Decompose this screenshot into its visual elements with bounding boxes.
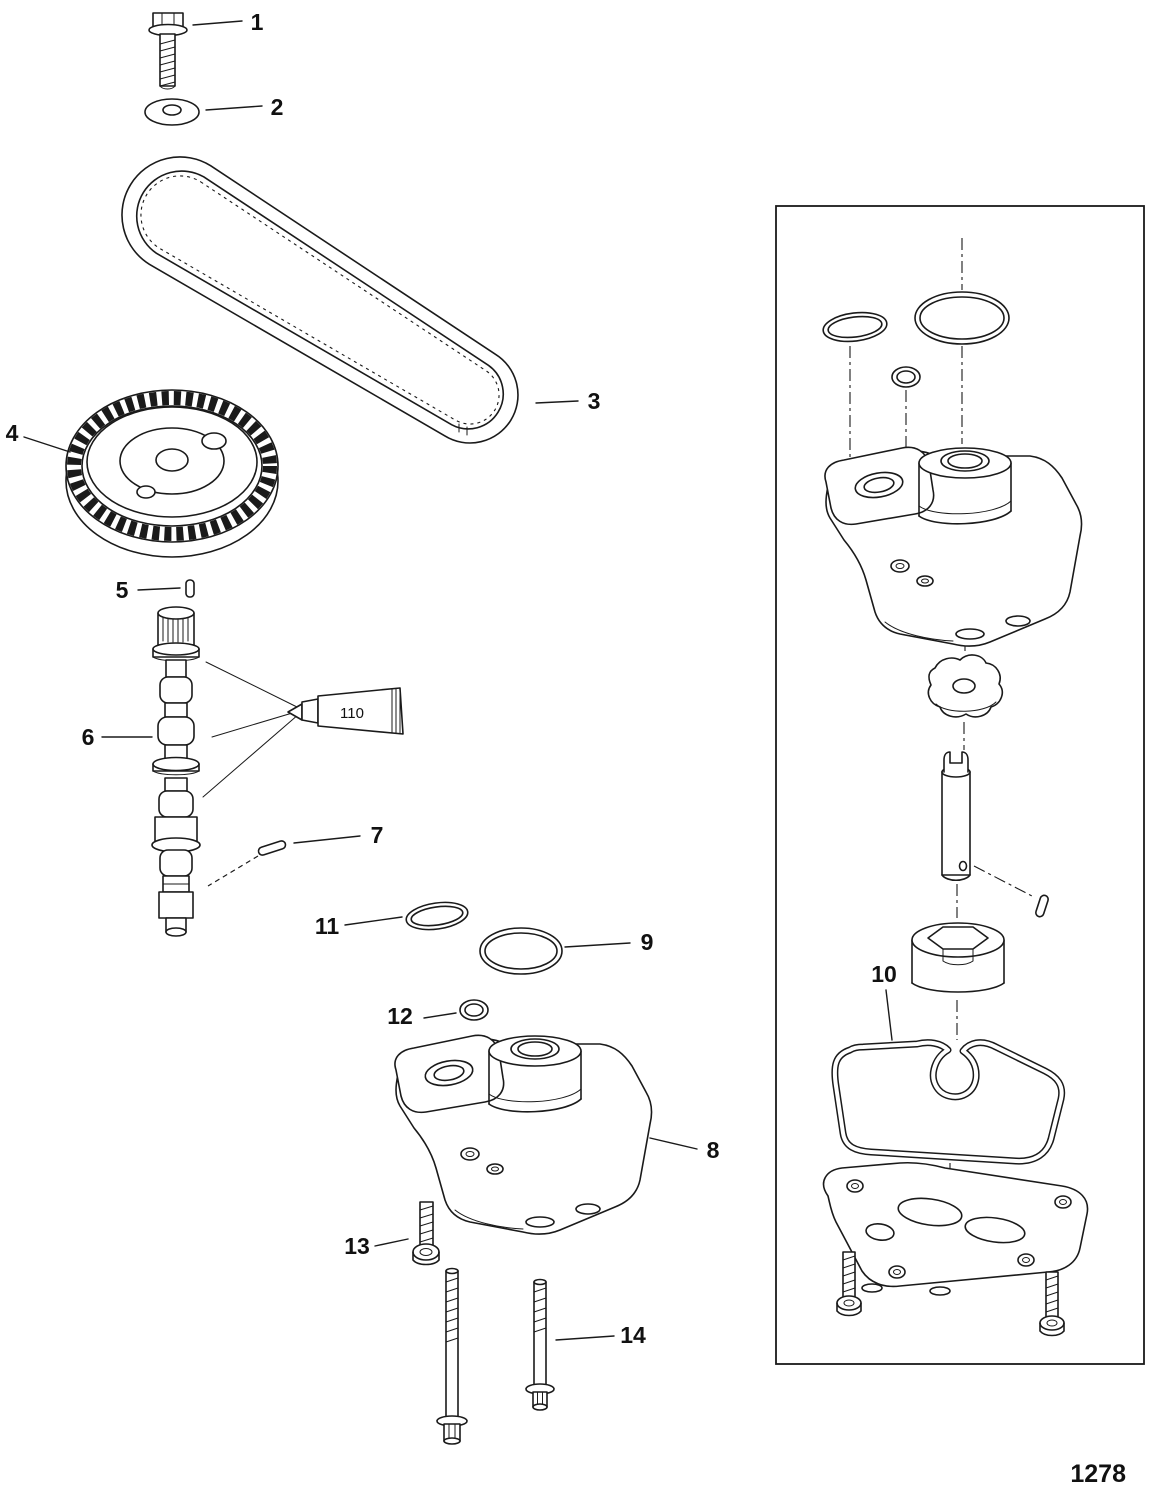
camshaft-pin — [257, 840, 287, 856]
callout-4: 4 — [6, 420, 19, 446]
callout-7: 7 — [371, 822, 384, 848]
detail-cover-plate — [822, 1161, 1089, 1296]
detail-pump-housing — [824, 446, 1083, 647]
washer — [144, 98, 200, 126]
camshaft — [151, 606, 201, 937]
leader-1 — [192, 20, 243, 26]
sealant-tube — [202, 661, 404, 798]
detail-box — [775, 205, 1145, 1365]
hex-flange-bolt — [148, 12, 188, 90]
callout-10: 10 — [871, 961, 897, 987]
leader-5 — [137, 587, 181, 591]
callout-6: 6 — [82, 724, 95, 750]
callout-14: 14 — [620, 1322, 646, 1348]
long-bolt-right — [525, 1278, 555, 1411]
leader-14 — [555, 1335, 615, 1341]
leader-2 — [205, 105, 263, 111]
detail-drive-shaft — [941, 751, 971, 882]
leader-13 — [374, 1238, 409, 1247]
callout-3: 3 — [588, 388, 601, 414]
callout-9: 9 — [641, 929, 654, 955]
callout-1: 1 — [251, 9, 264, 35]
callout-5: 5 — [116, 577, 129, 603]
leader-12 — [423, 1012, 457, 1019]
leader-10 — [885, 989, 893, 1041]
o-ring-oval — [405, 901, 469, 931]
leader-3 — [535, 400, 579, 404]
pin-alignment-line — [207, 855, 259, 887]
dowel-pin — [185, 579, 195, 598]
detail-bolt-right — [1039, 1271, 1065, 1337]
timing-belt — [121, 156, 519, 444]
callout-2: 2 — [271, 94, 284, 120]
detail-bolt-left — [836, 1251, 862, 1317]
detail-drive-pin — [1035, 894, 1049, 918]
long-bolt-left — [436, 1267, 468, 1445]
detail-o-ring-small — [891, 366, 921, 388]
oil-pump-assembly — [394, 1034, 653, 1235]
detail-o-ring-oval — [822, 311, 888, 343]
callout-8: 8 — [707, 1137, 720, 1163]
camshaft-pulley — [65, 389, 279, 558]
sealant-tube-label: 110 — [340, 705, 364, 722]
leader-11 — [344, 916, 403, 926]
leader-7 — [293, 835, 361, 844]
o-ring-small — [459, 999, 489, 1021]
callout-11: 11 — [315, 913, 340, 939]
page-number: 1278 — [1070, 1460, 1126, 1488]
leader-9 — [564, 942, 631, 948]
detail-inner-rotor — [927, 654, 1003, 718]
detail-outer-rotor — [911, 922, 1005, 993]
leader-8 — [649, 1137, 698, 1150]
detail-gasket — [831, 1039, 1066, 1165]
detail-o-ring-large — [914, 291, 1010, 345]
o-ring-large — [479, 927, 563, 975]
pump-screw — [412, 1201, 440, 1266]
callout-12: 12 — [387, 1003, 413, 1029]
callout-13: 13 — [344, 1233, 370, 1259]
leader-4 — [23, 436, 71, 453]
